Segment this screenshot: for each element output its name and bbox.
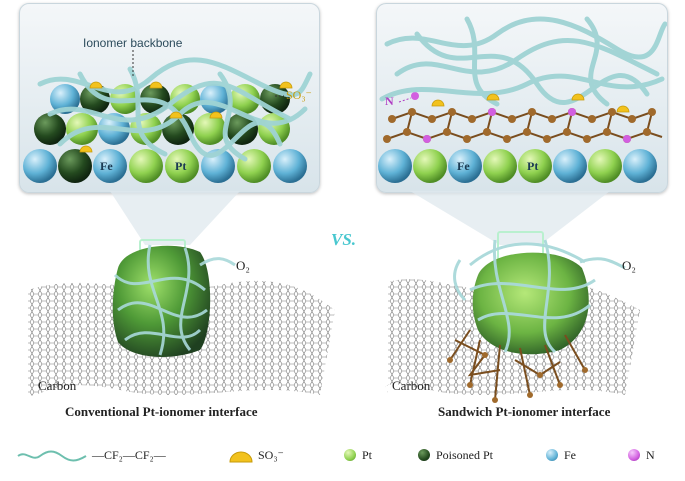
n-icon: [628, 449, 640, 461]
sulfonate-icon: [229, 451, 253, 463]
n-atom-label: N: [385, 94, 394, 108]
legend: —CF₂—CF₂— SO₃⁻ Pt Poisoned Pt Fe N: [0, 440, 685, 476]
conventional-inset-panel: Ionomer backbone SO₃⁻ Fe Pt: [19, 3, 320, 193]
legend-pt: Pt: [362, 448, 373, 462]
pt-atom-label: Pt: [175, 159, 187, 173]
carbon-label-left: Carbon: [38, 378, 77, 393]
oxygen-label-left: O₂: [236, 258, 250, 273]
poisoned-pt-icon: [418, 449, 430, 461]
legend-n: N: [646, 448, 655, 462]
versus-label: VS.: [331, 230, 357, 249]
ionomer-backbone-label: Ionomer backbone: [83, 36, 183, 50]
legend-poisoned-pt: Poisoned Pt: [436, 448, 494, 462]
sulfonate-label: SO₃⁻: [286, 88, 312, 102]
legend-n-item: N: [628, 448, 655, 463]
sandwich-interface-illustration: [378, 16, 667, 183]
conventional-caption: Conventional Pt-ionomer interface: [65, 404, 258, 419]
legend-poisoned-pt-item: Poisoned Pt: [418, 448, 493, 463]
sandwich-inset-panel: N Fe Pt: [376, 3, 668, 193]
pt-icon: [344, 449, 356, 461]
pt-atom-label-right: Pt: [527, 159, 539, 173]
fe-icon: [546, 449, 558, 461]
fe-atom-label-right: Fe: [457, 159, 470, 173]
legend-fe: Fe: [564, 448, 576, 462]
legend-pt-item: Pt: [344, 448, 372, 463]
fe-atom-label: Fe: [100, 159, 113, 173]
sandwich-caption: Sandwich Pt-ionomer interface: [438, 404, 611, 419]
legend-chain-formula: —CF₂—CF₂—: [92, 448, 166, 462]
conventional-scene: [28, 239, 640, 403]
conventional-interface-illustration: [23, 50, 313, 183]
legend-sulfonate: SO₃⁻: [258, 448, 284, 462]
ionomer-chain-icon: [17, 450, 87, 462]
carbon-label-right: Carbon: [392, 378, 431, 393]
oxygen-label-right: O₂: [622, 258, 636, 273]
legend-fe-item: Fe: [546, 448, 576, 463]
